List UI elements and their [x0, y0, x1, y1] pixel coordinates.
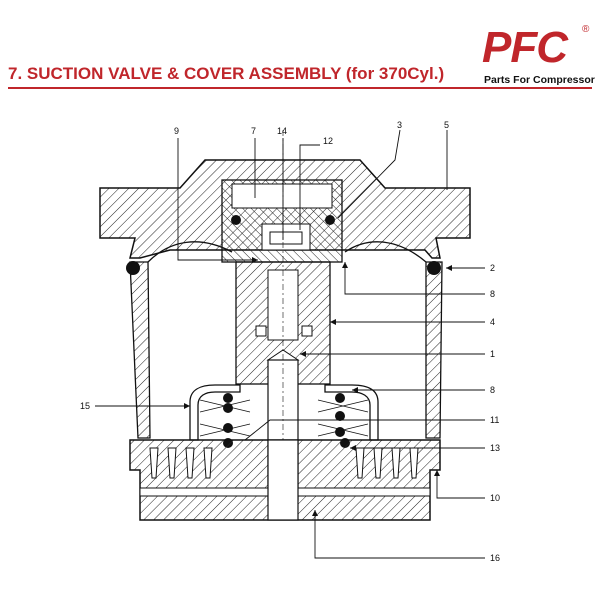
callout-2: 2 — [490, 263, 495, 273]
callout-15: 15 — [80, 401, 90, 411]
callout-9: 9 — [174, 126, 179, 136]
callout-8-lower: 8 — [490, 385, 495, 395]
callout-1: 1 — [490, 349, 495, 359]
callout-14: 14 — [277, 126, 287, 136]
title-divider — [8, 87, 592, 89]
callout-3: 3 — [397, 120, 402, 130]
logo-tagline: Parts For Compressor — [484, 74, 595, 86]
callout-13: 13 — [490, 443, 500, 453]
logo-mark: PFC — [482, 23, 568, 72]
cover-skirt-right — [425, 261, 443, 439]
callout-16: 16 — [490, 553, 500, 563]
callout-4: 4 — [490, 317, 495, 327]
cover-skirt-left — [129, 261, 151, 439]
page-title: 7. SUCTION VALVE & COVER ASSEMBLY (for 3… — [8, 64, 445, 83]
registered-mark: ® — [582, 24, 590, 35]
callout-5: 5 — [444, 120, 449, 130]
callout-11: 11 — [490, 415, 499, 425]
spring-cage — [189, 384, 241, 441]
brand-logo: PFC ® Parts For Compressor — [478, 24, 596, 90]
callout-10: 10 — [490, 493, 500, 503]
callout-12: 12 — [323, 136, 333, 146]
callout-8-upper: 8 — [490, 289, 495, 299]
callout-7: 7 — [251, 126, 256, 136]
